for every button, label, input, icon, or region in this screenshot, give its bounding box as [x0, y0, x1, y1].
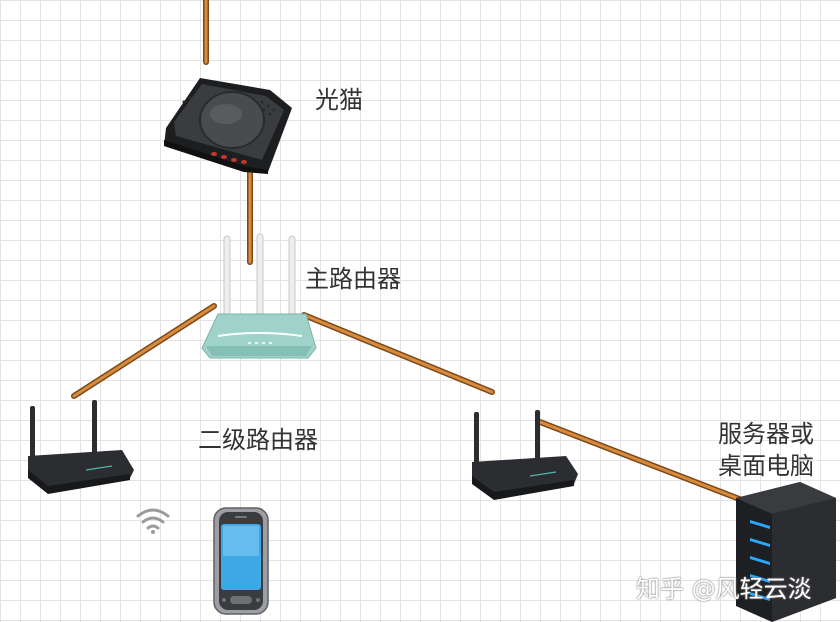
wifi-icon [136, 508, 170, 534]
modem-icon [164, 78, 292, 174]
cables [71, 0, 745, 503]
watermark: 知乎 @风轻云淡 [636, 575, 812, 603]
server-icon [736, 482, 836, 622]
main-router-label: 主路由器 [305, 265, 401, 293]
server-label-line1: 服务器或 [718, 420, 814, 448]
phone-icon [213, 507, 269, 615]
secondary-router-label: 二级路由器 [198, 426, 318, 454]
server-label-line2: 桌面电脑 [718, 452, 814, 480]
cable-router-server [537, 419, 745, 503]
modem-label: 光猫 [315, 86, 363, 114]
router-icon [472, 410, 578, 500]
cable-router-left [71, 303, 217, 399]
cable-router-right [301, 312, 495, 395]
secondary-router-icon [28, 400, 134, 494]
main-router-icon [201, 233, 317, 359]
